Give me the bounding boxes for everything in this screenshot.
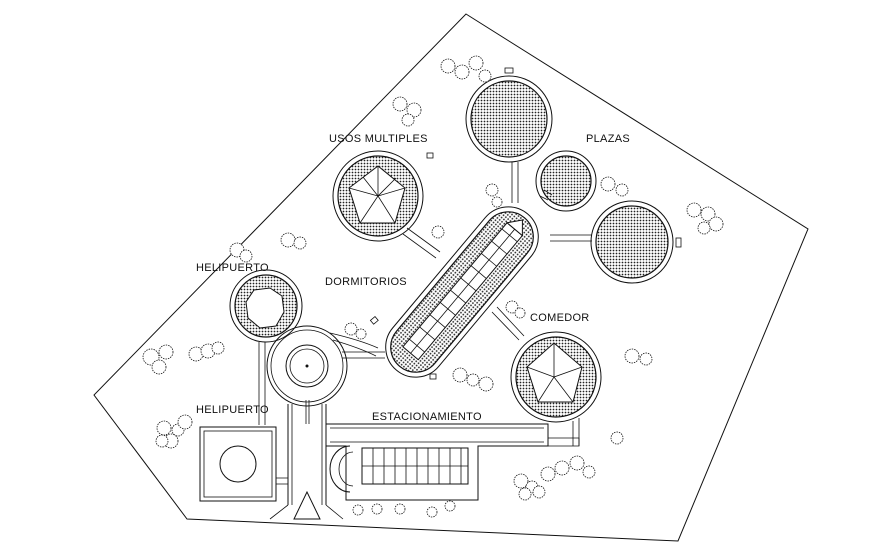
tree-icon bbox=[505, 300, 519, 314]
helipuerto-top-pad bbox=[245, 287, 285, 329]
tree-icon bbox=[485, 183, 499, 197]
tree-icon bbox=[371, 503, 383, 515]
tree-icon bbox=[431, 225, 445, 239]
tree-icon bbox=[624, 348, 640, 364]
tree-icon bbox=[155, 434, 169, 448]
label-dormitorios: DORMITORIOS bbox=[325, 276, 407, 288]
tree-icon bbox=[392, 96, 408, 112]
tree-icon bbox=[639, 352, 653, 366]
helipuerto-top-group bbox=[229, 269, 303, 425]
plaza-large-fill bbox=[470, 80, 548, 158]
tree-icon bbox=[158, 344, 174, 360]
tree-icon bbox=[344, 322, 358, 336]
tree-icon bbox=[700, 206, 716, 222]
usos-multiples-group bbox=[332, 150, 441, 259]
roundabout-group bbox=[266, 325, 385, 520]
helipuerto-top-outer bbox=[229, 269, 303, 343]
label-plazas: PLAZAS bbox=[586, 133, 630, 145]
tree-icon bbox=[540, 466, 556, 482]
tree-icon bbox=[280, 232, 296, 248]
tree-icon bbox=[211, 341, 225, 355]
tree-icon bbox=[569, 455, 585, 471]
tree-icon bbox=[610, 431, 624, 445]
tree-icon bbox=[708, 216, 724, 232]
tree-icon bbox=[513, 473, 529, 489]
tree-icon bbox=[440, 58, 456, 74]
plaza-large-circle bbox=[465, 75, 553, 163]
tree-icon bbox=[156, 420, 172, 436]
label-helipuerto-top: HELIPUERTO bbox=[196, 262, 269, 274]
tree-icon bbox=[355, 328, 367, 340]
tree-icon bbox=[554, 460, 570, 476]
plazas-group bbox=[426, 67, 682, 284]
tree-icon bbox=[466, 373, 480, 387]
dormitorios-group bbox=[385, 206, 539, 378]
tree-icon bbox=[491, 196, 503, 208]
comedor-group bbox=[491, 306, 602, 446]
tree-icon bbox=[239, 249, 253, 263]
tree-icon bbox=[615, 183, 629, 197]
tree-icon bbox=[518, 487, 532, 501]
tree-icon bbox=[406, 102, 422, 118]
tree-icon bbox=[478, 69, 492, 83]
tree-icon bbox=[452, 367, 468, 383]
trees bbox=[142, 55, 724, 518]
plaza-right-circle bbox=[590, 200, 674, 284]
comedor-outer bbox=[510, 331, 602, 423]
plaza-right-fill bbox=[595, 205, 669, 279]
estacionamiento-group bbox=[326, 423, 580, 501]
dormitorios-outer bbox=[385, 206, 539, 378]
tree-icon bbox=[394, 503, 406, 515]
label-usos-multiples: USOS MULTIPLES bbox=[329, 133, 428, 145]
tree-icon bbox=[600, 176, 616, 192]
plaza-small-fill bbox=[540, 155, 592, 207]
tree-icon bbox=[177, 414, 193, 430]
tree-icon bbox=[401, 113, 415, 127]
tree-icon bbox=[582, 465, 596, 479]
plaza-small-circle bbox=[535, 150, 597, 212]
tree-icon bbox=[454, 64, 470, 80]
tree-icon bbox=[532, 485, 546, 499]
tree-icon bbox=[514, 307, 526, 319]
tree-icon bbox=[686, 202, 702, 218]
tree-icon bbox=[478, 376, 494, 392]
helipuerto-bottom-pad bbox=[199, 426, 277, 502]
tree-icon bbox=[468, 55, 484, 71]
comedor-pavilion bbox=[526, 342, 583, 403]
tree-icon bbox=[151, 359, 167, 375]
tree-icon bbox=[163, 433, 179, 449]
site-boundary bbox=[93, 13, 809, 542]
tree-icon bbox=[426, 506, 438, 518]
tree-icon bbox=[444, 500, 456, 512]
label-comedor: COMEDOR bbox=[530, 312, 590, 324]
usos-multiples-outer bbox=[332, 150, 424, 242]
label-helipuerto-bottom: HELIPUERTO bbox=[196, 404, 269, 416]
entrance-triangle bbox=[293, 490, 321, 520]
label-estacionamiento: ESTACIONAMIENTO bbox=[372, 411, 482, 423]
tree-icon bbox=[352, 504, 364, 516]
tree-icon bbox=[293, 236, 307, 250]
helipuerto-bottom-group bbox=[199, 426, 288, 502]
tree-icon bbox=[697, 221, 711, 235]
